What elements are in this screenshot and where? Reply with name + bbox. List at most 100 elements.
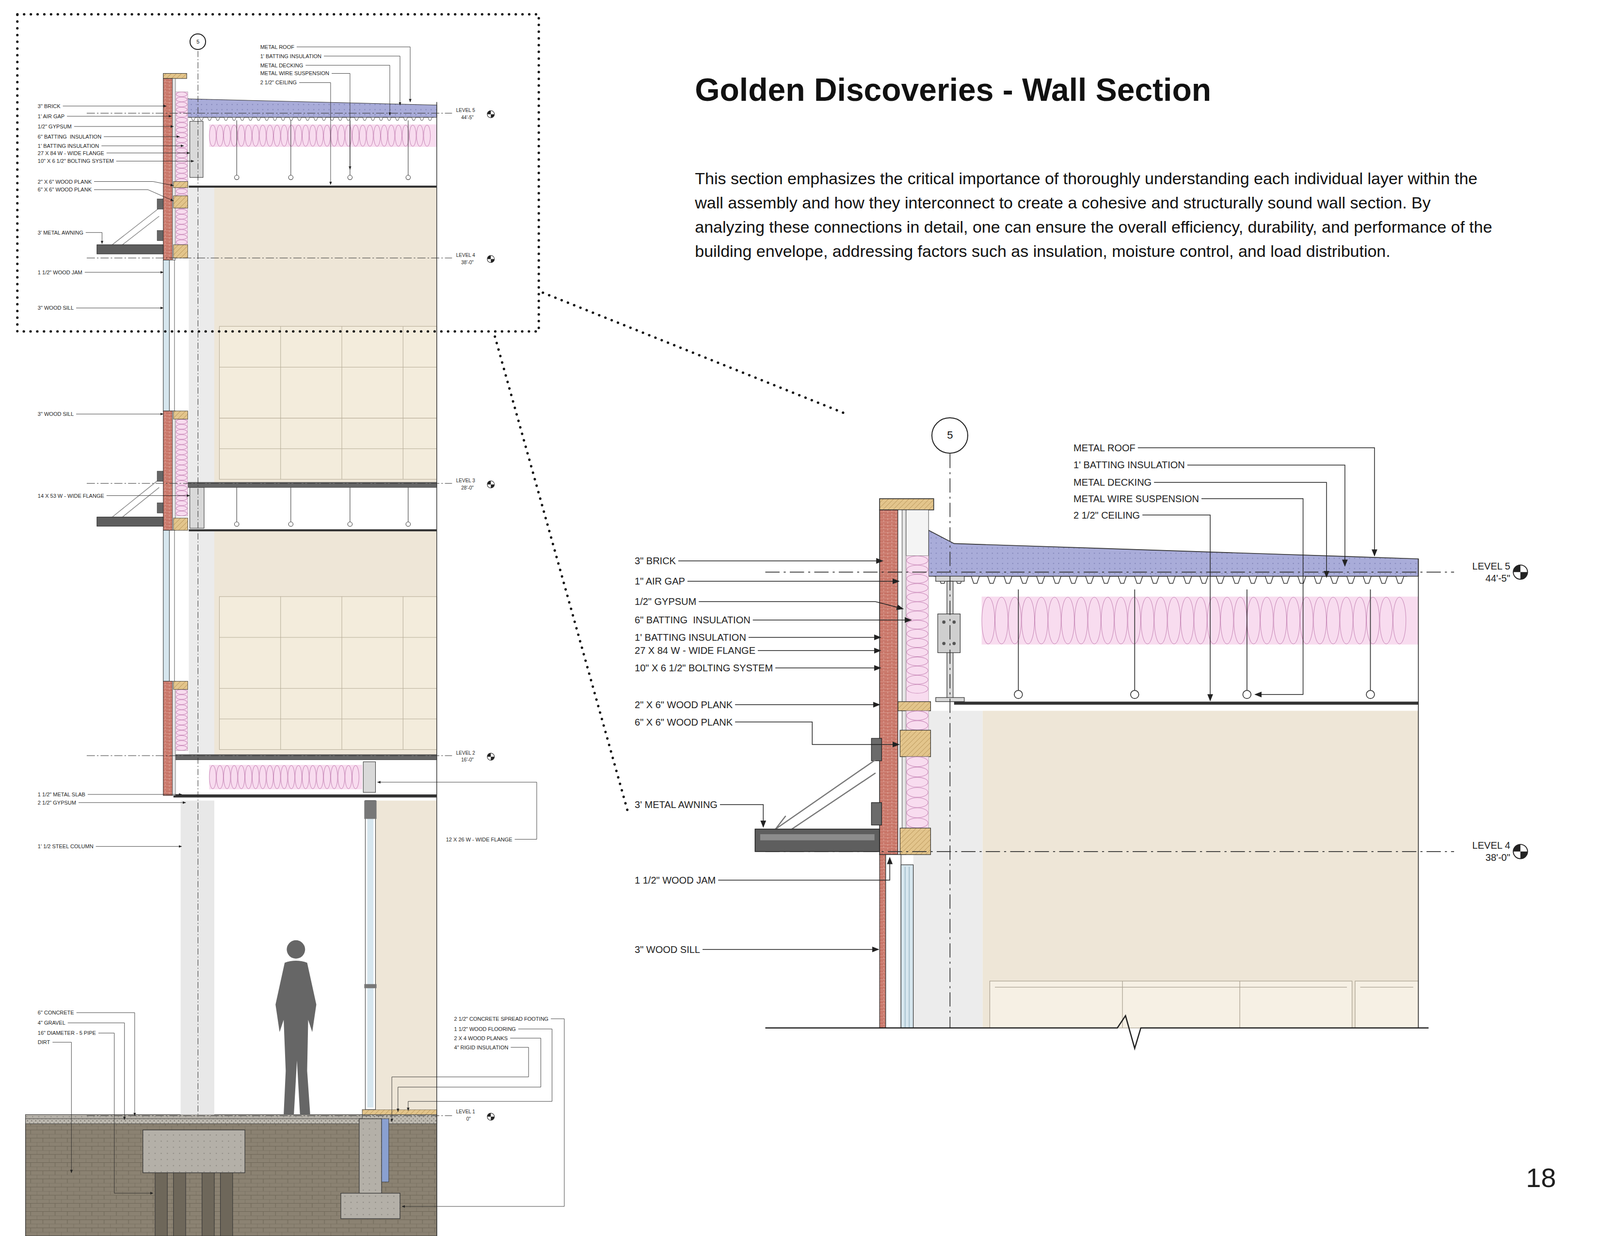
bolting-plate <box>157 502 164 513</box>
callout-label: 6" CONCRETE <box>37 1009 75 1016</box>
insulation-loop <box>1366 597 1380 644</box>
insulation-loop <box>176 424 188 430</box>
level-label: 28'-0" <box>461 484 474 491</box>
metal-awning <box>754 829 880 852</box>
bolting-plate <box>157 230 164 241</box>
wire-hanger <box>1130 690 1139 699</box>
human-figure <box>286 940 305 960</box>
level-marker-fill <box>487 255 491 259</box>
wire-hanger <box>234 522 240 527</box>
insulation-loop <box>176 704 188 710</box>
suspension-wire <box>1370 589 1372 691</box>
insulation-loop <box>245 125 253 147</box>
insulation-loop <box>1061 597 1075 644</box>
mullion <box>364 984 377 989</box>
leader-line <box>775 667 881 669</box>
leader-line <box>1201 498 1304 695</box>
window-panel <box>219 326 437 480</box>
insulation-loop <box>176 122 188 128</box>
batting-insulation <box>208 124 437 147</box>
interior-wall <box>375 800 437 1111</box>
leader-line <box>84 272 164 273</box>
metal-decking <box>933 576 1408 584</box>
leader-line <box>678 560 883 561</box>
insulation-loop <box>1207 597 1221 644</box>
leader-line <box>76 414 164 415</box>
insulation-loop <box>176 102 188 108</box>
wood-plank <box>173 181 188 189</box>
spread-footing <box>340 1193 400 1220</box>
insulation-loop <box>352 765 360 789</box>
leader-line <box>687 581 899 582</box>
insulation-loop <box>423 125 431 147</box>
insulation-loop <box>176 720 188 726</box>
bolting-plate <box>157 198 164 209</box>
insulation-loop <box>1326 597 1340 644</box>
bolting-plate <box>157 471 164 482</box>
page-number: 18 <box>1525 1163 1556 1194</box>
storefront-glass <box>367 802 374 1108</box>
insulation-loop <box>176 229 188 235</box>
insulation-loop <box>216 765 224 789</box>
insulation-loop <box>1114 597 1128 644</box>
insulation-loop <box>176 209 188 215</box>
callout-label: METAL ROOF <box>260 44 295 50</box>
leader-line <box>85 232 103 244</box>
batting-insulation <box>981 596 1419 645</box>
batting-insulation <box>906 756 929 829</box>
leader-line <box>116 160 194 162</box>
insulation-loop <box>176 224 188 230</box>
callout-label: 2 X 4 WOOD PLANKS <box>454 1035 509 1042</box>
insulation-loop <box>1340 597 1354 644</box>
pipe-pile <box>220 1173 233 1236</box>
window-panel-grid <box>219 596 437 751</box>
insulation-loop <box>176 107 188 112</box>
insulation-loop <box>176 127 188 133</box>
insulation-loop <box>176 700 188 705</box>
window-panel <box>219 596 437 751</box>
callout-label: METAL WIRE SUSPENSION <box>1073 493 1200 505</box>
insulation-loop <box>223 125 231 147</box>
insulation-loop <box>409 125 416 147</box>
insulation-loop <box>352 125 360 147</box>
leader-line <box>101 145 184 146</box>
callout-label: 27 X 84 W - WIDE FLANGE <box>634 645 756 656</box>
leader-line <box>698 601 903 609</box>
awning-bracket <box>112 479 160 518</box>
insulation-loop <box>176 496 188 501</box>
insulation-loop <box>1140 597 1154 644</box>
insulation-loop <box>906 647 928 657</box>
grid-number: 5 <box>946 430 953 441</box>
leader-line <box>718 857 890 880</box>
insulation-loop <box>359 125 367 147</box>
insulation-loop <box>280 125 288 147</box>
leader-line <box>299 82 331 185</box>
level-marker-fill <box>487 480 491 485</box>
callout-label: 1 1/2" METAL SLAB <box>37 791 86 798</box>
leader-line <box>106 152 191 154</box>
insulation-loop <box>330 125 338 147</box>
insulation-loop <box>323 125 331 147</box>
level-label: LEVEL 3 <box>456 477 476 483</box>
level-label: LEVEL 2 <box>456 750 476 756</box>
insulation-loop <box>1074 597 1088 644</box>
bolt <box>942 641 946 646</box>
insulation-loop <box>906 629 928 639</box>
mullion <box>364 800 377 820</box>
caption: This section emphasizes the critical imp… <box>694 166 1503 264</box>
leader-line <box>52 1042 72 1173</box>
insulation-loop <box>302 765 309 789</box>
insulation-loop <box>906 757 928 768</box>
insulation-loop <box>906 711 928 721</box>
callout-label: 1 1/2" WOOD JAM <box>37 269 83 276</box>
leader-line <box>94 181 174 186</box>
callout-label: 1/2" GYPSUM <box>634 596 697 608</box>
insulation-loop <box>337 765 345 789</box>
leader-line <box>66 115 172 117</box>
insulation-loop <box>176 490 188 496</box>
leader-line <box>752 619 912 621</box>
insulation-loop <box>906 787 928 798</box>
insulation-loop <box>1180 597 1194 644</box>
leader-line <box>408 1029 553 1111</box>
wood-plank <box>173 244 188 258</box>
